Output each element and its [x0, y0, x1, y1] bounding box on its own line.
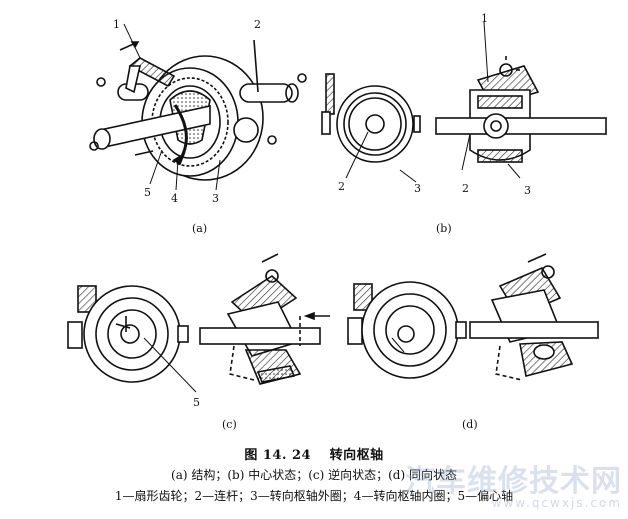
- panel-a-callout-4: 4: [171, 192, 178, 205]
- panel-a-callout-3: 3: [212, 192, 219, 205]
- panel-a-callout-5: 5: [144, 186, 151, 199]
- figure-legend: 1—扇形齿轮；2—连杆；3—转向枢轴外圈；4—转向枢轴内圈；5—偏心轴: [114, 489, 514, 503]
- panel-c-callout-5: 5: [193, 396, 200, 409]
- panel-c-label: (c): [222, 418, 237, 431]
- panel-b-diagram: [321, 21, 607, 183]
- figure-title: 图 14. 24 转向枢轴: [244, 448, 384, 463]
- panel-b-label: (b): [436, 222, 452, 235]
- panel-a-callout-2: 2: [254, 18, 261, 31]
- figure-subtitle: (a) 结构；(b) 中心状态；(c) 逆向状态；(d) 同向状态: [171, 468, 457, 482]
- panel-d-diagram: [347, 253, 599, 381]
- panel-a-diagram: [89, 23, 307, 191]
- panel-a-label: (a): [192, 222, 207, 235]
- panel-c-diagram: [67, 253, 330, 393]
- panel-a-callout-1: 1: [113, 18, 120, 31]
- panel-b-callout-2-front: 2: [338, 180, 345, 193]
- watermark: 汽车维修技术网: [405, 464, 622, 499]
- watermark-url: www.qcwxjs.com: [491, 496, 622, 510]
- panel-b-callout-3-front: 3: [414, 182, 421, 195]
- panel-b-callout-2-side: 2: [462, 182, 469, 195]
- panel-b-callout-3-side: 3: [524, 184, 531, 197]
- panel-b-callout-1: 1: [481, 12, 488, 25]
- panel-d-label: (d): [462, 418, 478, 431]
